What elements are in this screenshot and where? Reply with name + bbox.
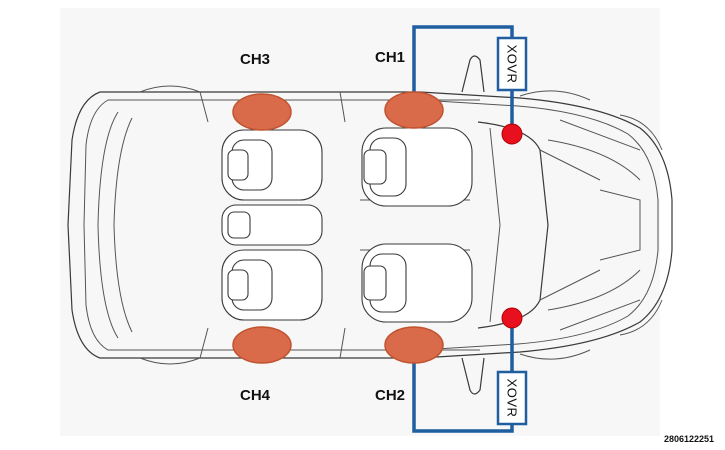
front-seat-driver (361, 127, 473, 207)
car-body-outline (67, 55, 673, 395)
ch3-label: CH3 (240, 51, 270, 68)
crossover-front-left: XOVR (496, 36, 528, 92)
seats (221, 127, 473, 323)
ch2-label: CH2 (375, 387, 405, 404)
speaker-ch1-front-left (384, 91, 444, 129)
background-panel (60, 8, 660, 436)
rear-seat-middle (221, 204, 323, 246)
ch1-label: CH1 (375, 49, 405, 66)
speaker-ch4-rear-right (232, 326, 292, 364)
crossover-front-right-label: XOVR (505, 379, 520, 418)
rear-seat-left (221, 129, 323, 201)
figure-code: 2806122251 (664, 434, 714, 444)
rear-seat-right (221, 249, 323, 321)
front-seat-passenger (361, 243, 473, 323)
tweeter-front-right (501, 307, 523, 329)
speaker-ch2-front-right (384, 326, 444, 364)
crossover-front-left-label: XOVR (505, 45, 520, 84)
ch4-label: CH4 (240, 387, 271, 404)
tweeter-front-left (501, 123, 523, 145)
speakers (232, 91, 523, 364)
crossover-front-right: XOVR (496, 370, 528, 426)
speaker-ch3-rear-left (232, 93, 292, 131)
